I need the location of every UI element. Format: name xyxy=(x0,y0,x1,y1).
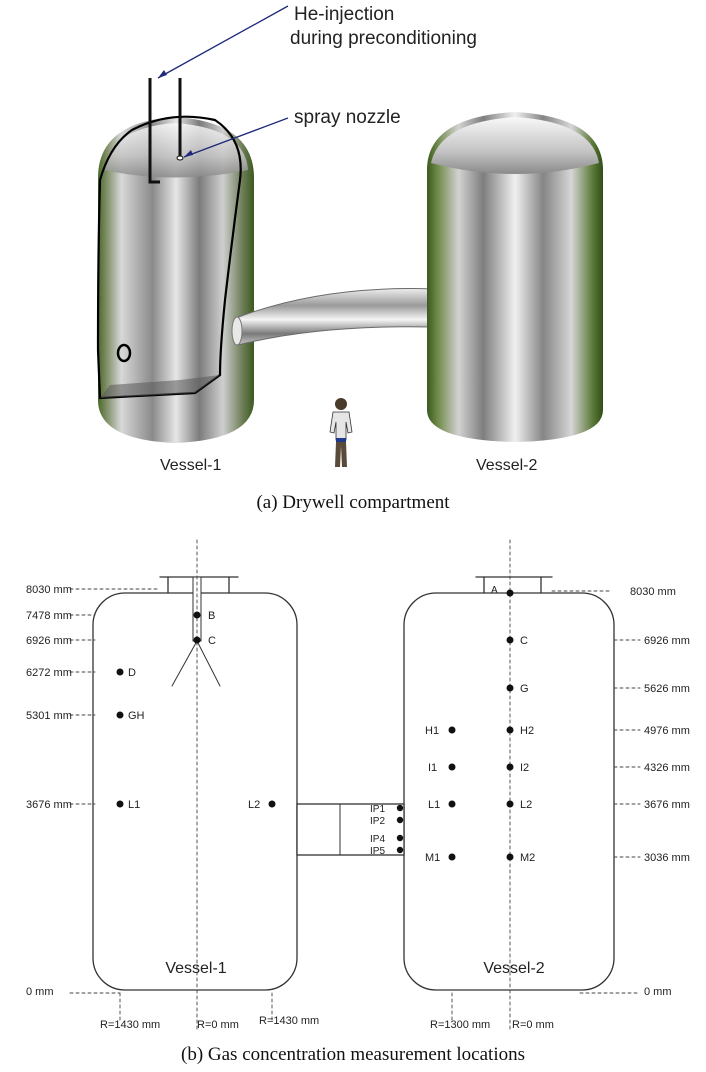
point-v2-l1 xyxy=(448,800,456,808)
point-v2-g xyxy=(506,684,514,692)
left-height-6926: 6926 mm xyxy=(26,635,72,647)
left-height-3676: 3676 mm xyxy=(26,799,72,811)
he-injection-leader xyxy=(157,5,289,79)
point-v2-a xyxy=(506,589,514,597)
point-v1-d xyxy=(116,668,124,676)
point-v2-c xyxy=(506,636,514,644)
radius-v2-left: R=1300 mm xyxy=(430,1019,490,1031)
label-v2-h1: H1 xyxy=(425,725,439,737)
point-v2-m1 xyxy=(448,853,456,861)
label-ip2: IP2 xyxy=(370,816,385,827)
left-height-7478: 7478 mm xyxy=(26,610,72,622)
he-injection-label-line2: during preconditioning xyxy=(290,28,477,49)
left-height-6272: 6272 mm xyxy=(26,667,72,679)
vessel2-outline xyxy=(403,592,615,991)
radius-v1-left: R=1430 mm xyxy=(100,1019,160,1031)
vessel1-label-a: Vessel-1 xyxy=(160,457,221,474)
point-ip5 xyxy=(396,846,404,854)
label-v2-m1: M1 xyxy=(425,852,440,864)
left-height-0: 0 mm xyxy=(26,986,54,998)
label-v2-g: G xyxy=(520,683,529,695)
vessel2-3d xyxy=(427,112,603,442)
vessel1-label-b: Vessel-1 xyxy=(165,960,226,977)
caption-b: (b) Gas concentration measurement locati… xyxy=(181,1044,525,1065)
label-ip5: IP5 xyxy=(370,846,385,857)
label-ip1: IP1 xyxy=(370,804,385,815)
label-v1-c: C xyxy=(208,635,216,647)
right-height-8030: 8030 mm xyxy=(630,586,676,598)
connecting-pipe-outline xyxy=(296,803,405,856)
caption-a: (a) Drywell compartment xyxy=(256,492,450,513)
left-height-5301: 5301 mm xyxy=(26,710,72,722)
label-v1-b: B xyxy=(208,610,215,622)
spray-nozzle-label: spray nozzle xyxy=(294,107,401,128)
label-ip4: IP4 xyxy=(370,834,385,845)
point-v2-l2 xyxy=(506,800,514,808)
point-ip2 xyxy=(396,816,404,824)
label-v1-l2: L2 xyxy=(248,799,260,811)
label-v2-c: C xyxy=(520,635,528,647)
point-v1-l1 xyxy=(116,800,124,808)
point-v1-b xyxy=(193,611,201,619)
vessel1-3d xyxy=(96,78,254,443)
vessel2-label-b: Vessel-2 xyxy=(483,960,544,977)
point-v1-gh xyxy=(116,711,124,719)
label-v1-gh: GH xyxy=(128,710,145,722)
right-height-5626: 5626 mm xyxy=(644,683,690,695)
label-v2-i2: I2 xyxy=(520,762,529,774)
vessel1-outline xyxy=(92,592,298,991)
point-v2-m2 xyxy=(506,853,514,861)
radius-v1-right: R=1430 mm xyxy=(259,1015,319,1027)
radius-v2-center: R=0 mm xyxy=(512,1019,554,1031)
point-v1-c xyxy=(193,636,201,644)
spray-nozzle-leader xyxy=(183,117,289,158)
right-height-3036: 3036 mm xyxy=(644,852,690,864)
label-v1-l1: L1 xyxy=(128,799,140,811)
connecting-pipe-3d xyxy=(235,288,459,346)
right-height-4326: 4326 mm xyxy=(644,762,690,774)
label-v2-i1: I1 xyxy=(428,762,437,774)
point-ip1 xyxy=(396,804,404,812)
radius-v1-center: R=0 mm xyxy=(197,1019,239,1031)
he-injection-label: He-injection xyxy=(294,4,394,25)
point-v2-i2 xyxy=(506,763,514,771)
part-a-3d-view: He-injection during preconditioning spra… xyxy=(96,4,603,513)
point-v1-l2 xyxy=(268,800,276,808)
point-ip4 xyxy=(396,834,404,842)
point-v2-i1 xyxy=(448,763,456,771)
label-v2-l2: L2 xyxy=(520,799,532,811)
human-scale-figure xyxy=(329,398,353,467)
right-height-6926: 6926 mm xyxy=(644,635,690,647)
right-height-3676: 3676 mm xyxy=(644,799,690,811)
part-b-schematic: 8030 mm 7478 mm 6926 mm 6272 mm 5301 mm … xyxy=(26,539,690,1065)
point-v2-h1 xyxy=(448,726,456,734)
label-v1-d: D xyxy=(128,667,136,679)
label-v2-l1: L1 xyxy=(428,799,440,811)
label-v2-h2: H2 xyxy=(520,725,534,737)
right-height-4976: 4976 mm xyxy=(644,725,690,737)
point-v2-h2 xyxy=(506,726,514,734)
label-v2-m2: M2 xyxy=(520,852,535,864)
left-height-8030: 8030 mm xyxy=(26,584,72,596)
right-height-0: 0 mm xyxy=(644,986,672,998)
vessel2-label-a: Vessel-2 xyxy=(476,457,537,474)
label-v2-a: A xyxy=(491,585,498,596)
